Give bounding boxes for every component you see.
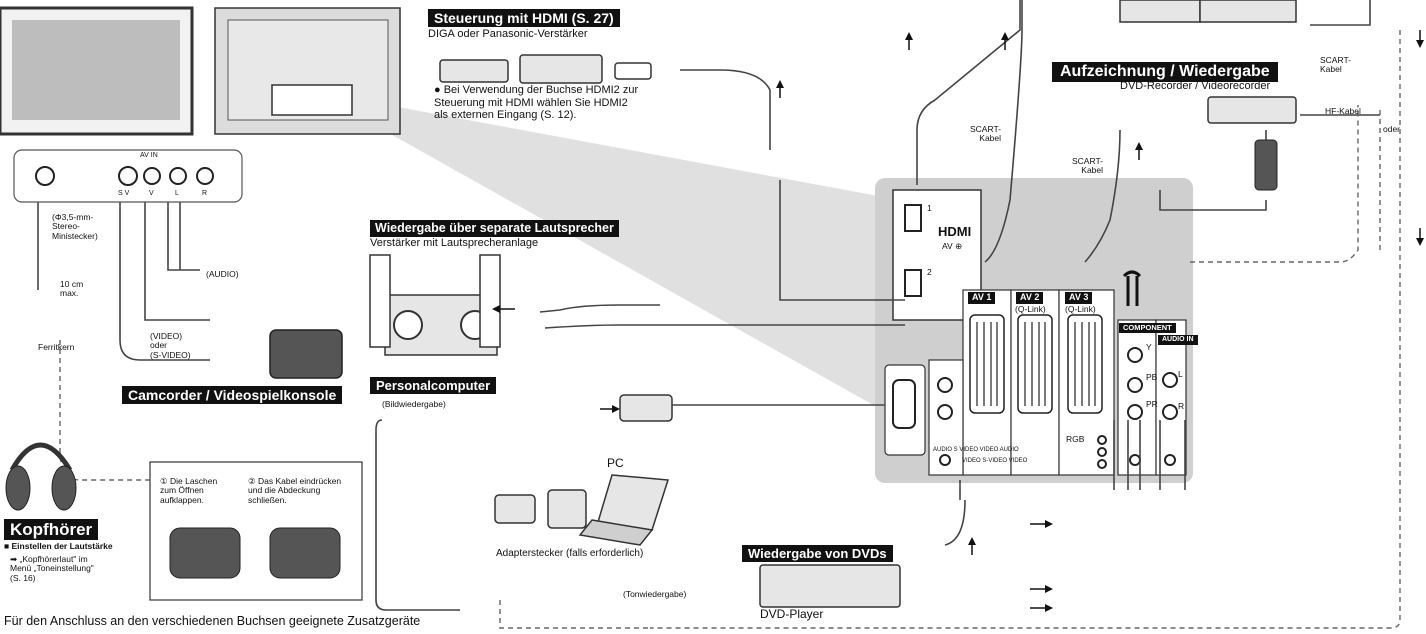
audio-out-row-label: AUDIO S VIDEO VIDEO AUDIO xyxy=(933,447,1019,453)
side-r-label: R xyxy=(202,190,208,197)
rf-cable-label: HF-Kabel xyxy=(1325,106,1361,116)
cable-length-label: 10 cm max. xyxy=(60,279,84,299)
side-sv-label: S V xyxy=(118,190,130,197)
ferrite-step-2: ② Das Kabel eindrücken und die Abdeckung… xyxy=(248,476,342,505)
audio-in-l-label: L xyxy=(1178,369,1183,379)
video-label: (VIDEO) oder (S-VIDEO) xyxy=(150,331,191,360)
adapter-label: Adapterstecker (falls erforderlich) xyxy=(496,548,644,559)
av1-label: AV 1 xyxy=(968,292,996,304)
pc-image-signal-label: (Bildwiedergabe) xyxy=(382,399,446,409)
audio-in-label: AUDIO IN xyxy=(1158,335,1198,345)
ferrite-core-image xyxy=(1254,139,1278,191)
headphones-title: Kopfhörer xyxy=(4,519,99,540)
hdmi-control-note: ● Bei Verwendung der Buchse HDMI2 zur St… xyxy=(434,84,639,122)
camcorder-title: Camcorder / Videospielkonsole xyxy=(122,386,343,404)
footer-caption: Für den Anschluss an den verschiedenen B… xyxy=(4,614,421,628)
dvd-recorder-image xyxy=(1207,96,1297,124)
scart-cable-middle-label: SCART- Kabel xyxy=(1072,156,1104,176)
av2-label: AV 2 xyxy=(1016,292,1044,304)
stereo-plug-label: (Φ3,5-mm- Stereo- Ministecker) xyxy=(52,212,98,241)
component-y-label: Y xyxy=(1146,342,1152,352)
sound-signal-label: (Tonwiedergabe) xyxy=(623,589,687,599)
hdmi-1-label: 1 xyxy=(927,203,932,213)
vga-connector-image xyxy=(619,394,673,422)
volume-instructions: ➡ „Kopfhörerlaut" im Menü „Toneinstellun… xyxy=(10,554,94,583)
dvd-player-image xyxy=(759,564,901,608)
rgb-label: RGB xyxy=(1066,434,1085,444)
side-v-label: V xyxy=(149,190,154,197)
recording-title: Aufzeichnung / Wiedergabe xyxy=(1052,62,1278,82)
dvd-player-label: DVD-Player xyxy=(760,607,824,621)
hdmi-logo: HDMI xyxy=(938,224,972,239)
ferrite-step-1: ① Die Laschen zum Öffnen aufklappen. xyxy=(160,476,218,505)
diga-recorder-image xyxy=(439,59,509,83)
hdmi-av-label: AV ⊕ xyxy=(942,241,963,251)
camcorder-image xyxy=(269,329,343,379)
pc-title: Personalcomputer xyxy=(370,377,497,394)
side-l-label: L xyxy=(175,190,179,197)
hdmi-control-devices: DIGA oder Panasonic-Verstärker xyxy=(428,28,588,40)
av3-label: AV 3 xyxy=(1065,292,1093,304)
component-pr-label: PR xyxy=(1146,399,1158,409)
ferrite-label: Ferritkern xyxy=(38,342,75,352)
or-label: oder xyxy=(1383,124,1401,134)
dvd-title: Wiedergabe von DVDs xyxy=(742,545,893,562)
qlink-label-b: (Q-Link) xyxy=(1065,304,1096,314)
laptop-image xyxy=(597,474,669,531)
ferrite-closed-image xyxy=(269,527,341,579)
headphones-image xyxy=(9,442,73,472)
component-block xyxy=(1117,319,1157,476)
panasonic-amplifier-image xyxy=(519,54,603,84)
right-speaker-image xyxy=(479,254,501,348)
ferrite-open-image xyxy=(169,527,241,579)
pc-label: PC xyxy=(607,456,624,470)
qlink-label-a: (Q-Link) xyxy=(1015,304,1046,314)
audio-in-block xyxy=(1155,319,1187,476)
video-row-label: VIDEO S-VIDEO VIDEO xyxy=(962,458,1028,464)
hdmi-2-label: 2 xyxy=(927,267,932,277)
recording-devices: DVD-Recorder / Videorecorder xyxy=(1120,80,1271,92)
audio-in-r-label: R xyxy=(1178,401,1185,411)
zoom-shading xyxy=(330,100,900,420)
side-av-label: AV IN xyxy=(140,152,158,159)
speakers-devices: Verstärker mit Lautsprecheranlage xyxy=(370,237,539,249)
adapter-plug-image xyxy=(547,489,587,529)
left-speaker-image xyxy=(369,254,391,348)
hdmi-control-title: Steuerung mit HDMI (S. 27) xyxy=(428,9,620,27)
component-label: COMPONENT xyxy=(1119,323,1176,334)
component-pb-label: PB xyxy=(1146,372,1158,382)
scart-cable-left-label: SCART- Kabel xyxy=(970,124,1002,144)
volume-heading: ■ Einstellen der Lautstärke xyxy=(4,541,113,551)
scart-cable-right-label: SCART- Kabel xyxy=(1320,55,1352,75)
audio-label: (AUDIO) xyxy=(206,269,239,279)
speakers-title: Wiedergabe über separate Lautsprecher xyxy=(370,220,619,237)
